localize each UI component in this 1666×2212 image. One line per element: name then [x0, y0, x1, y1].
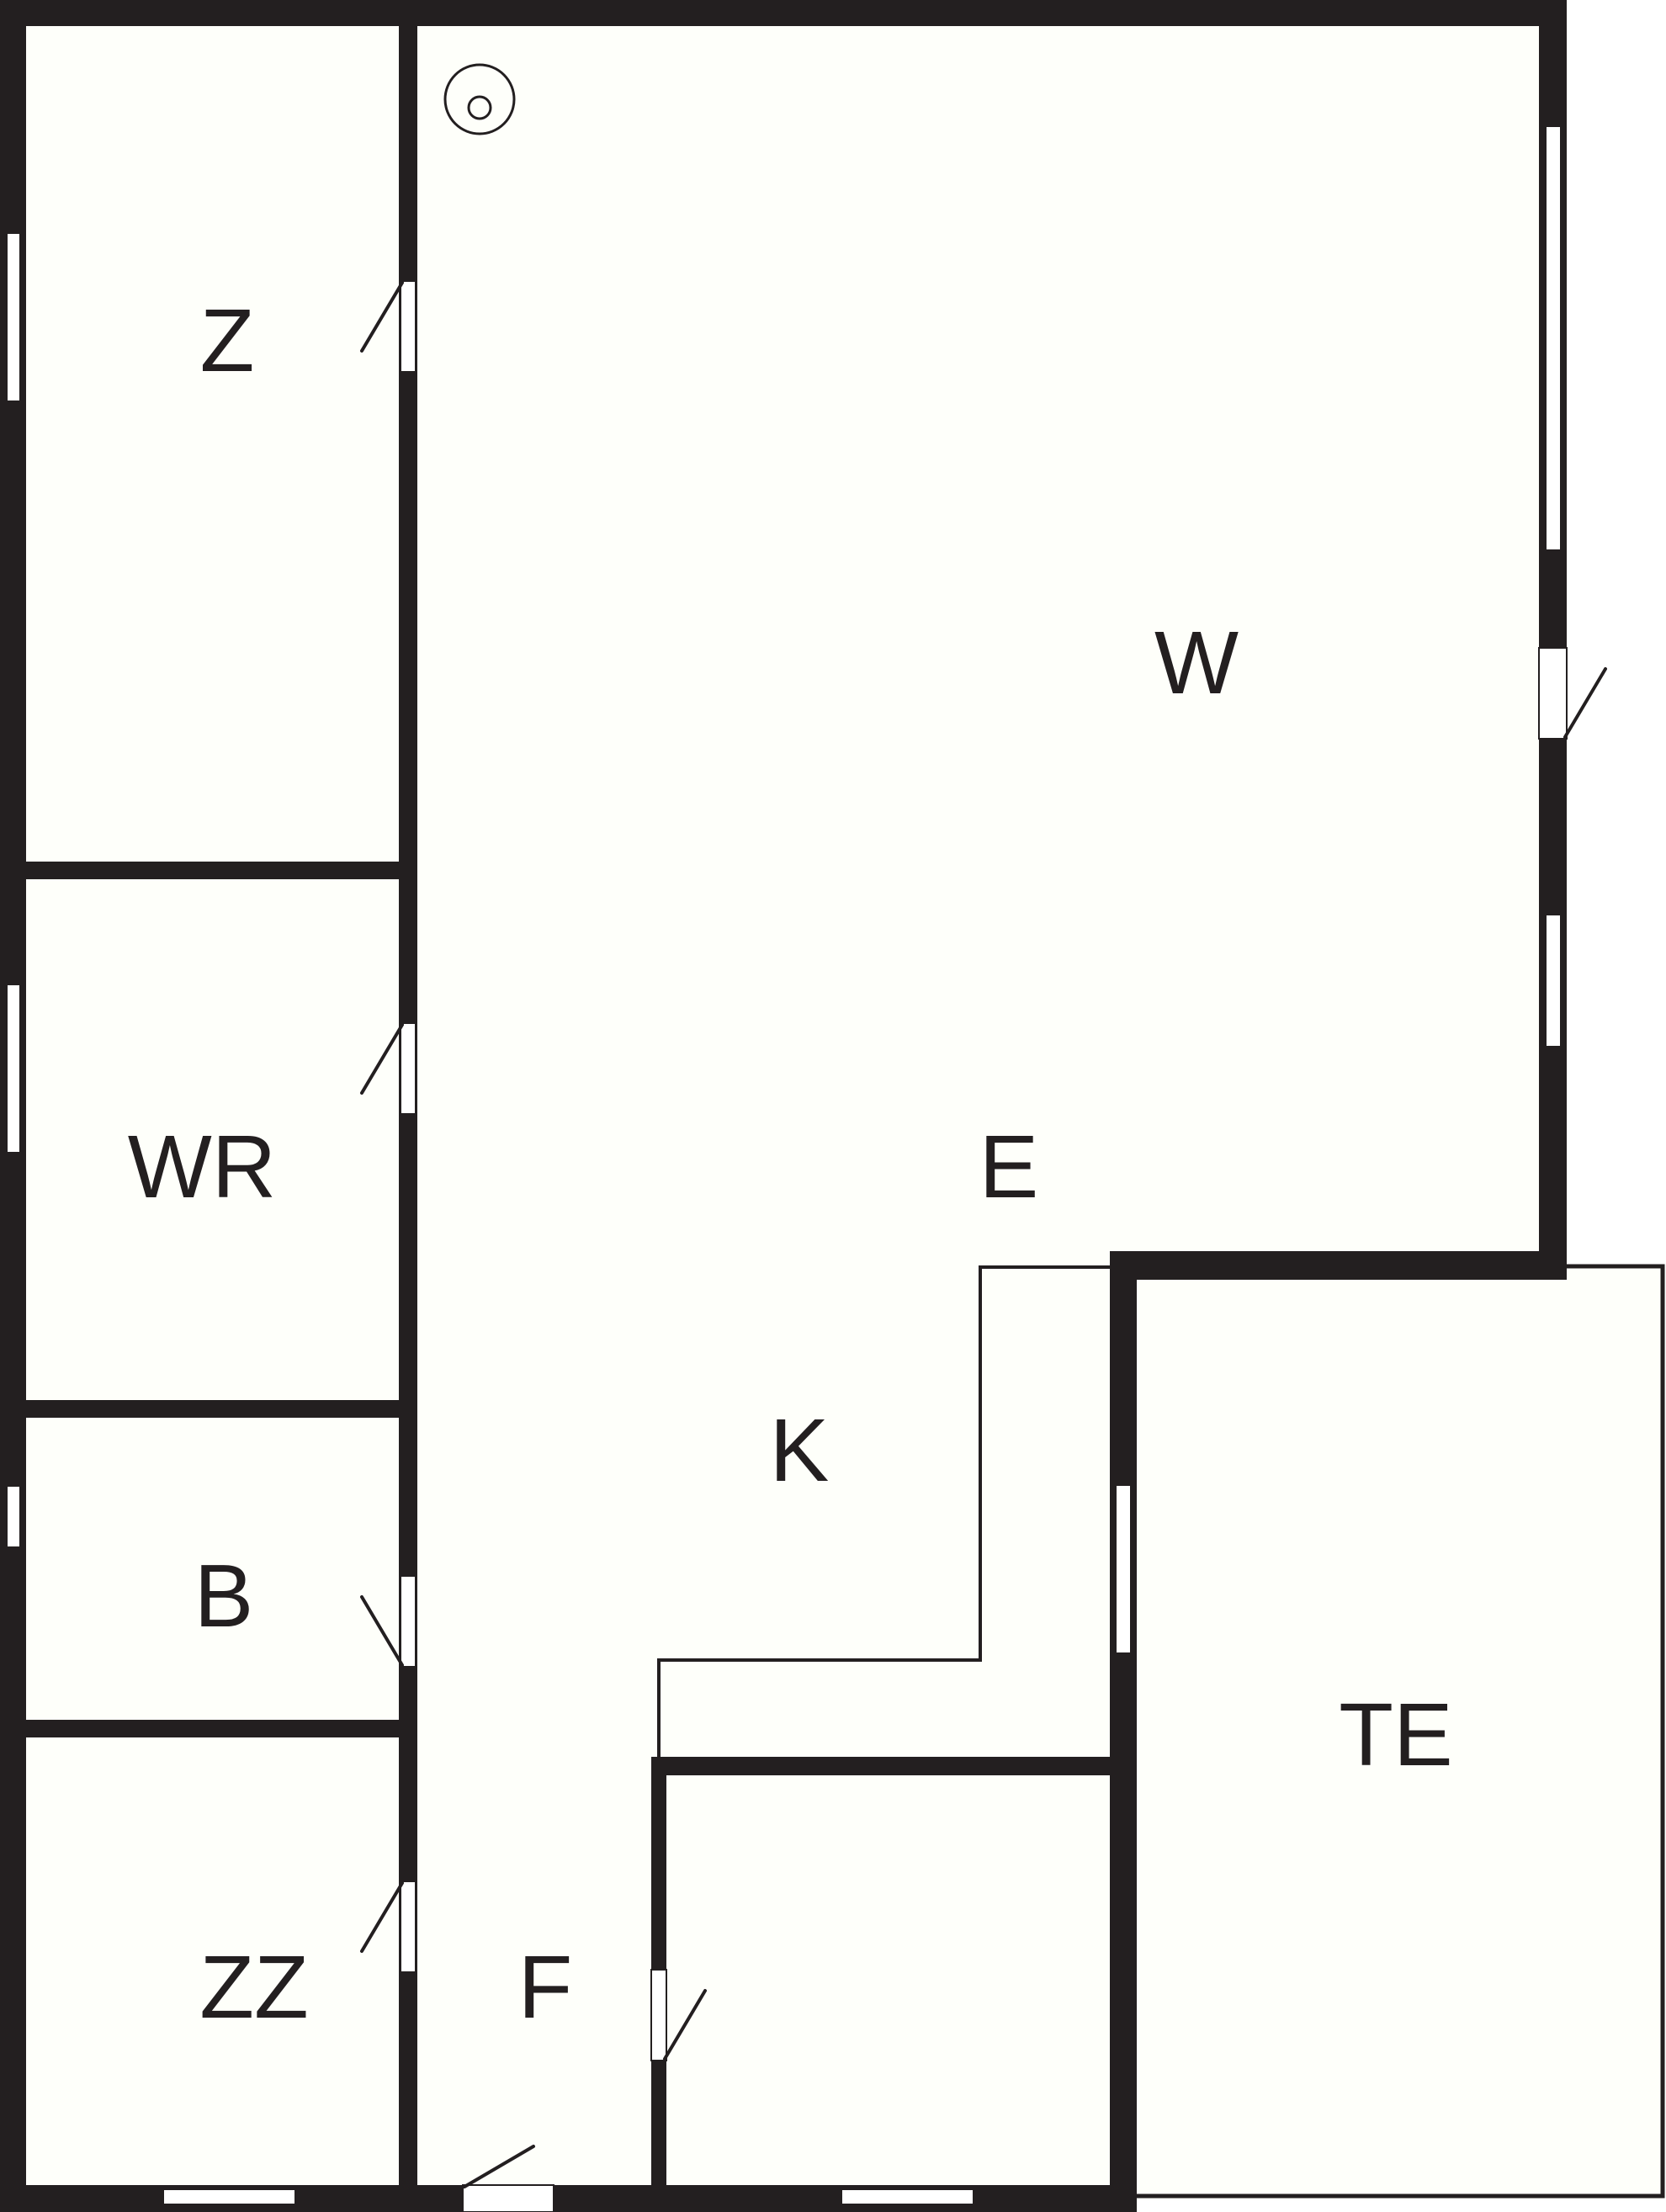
door-openings: [400, 280, 1568, 2212]
room-label-f: F: [518, 1938, 573, 2037]
window-small-room: [841, 2188, 974, 2205]
window-wr: [6, 984, 21, 1154]
window-w-lower: [1545, 914, 1562, 1048]
room-label-wr: WR: [128, 1117, 277, 1217]
wall-b-zz: [13, 1720, 408, 1737]
door-swing-wr: [360, 1023, 404, 1095]
door-gap-w-exterior: [1538, 647, 1568, 740]
door-gap-b: [400, 1575, 416, 1668]
wall-wr-b: [13, 1400, 408, 1418]
wall-z-wr: [13, 862, 408, 879]
wall-small-room-top: [651, 1757, 1131, 1775]
door-gap-small-room: [650, 1969, 667, 2061]
door-gap-z: [400, 280, 416, 373]
door-swings: [360, 281, 1607, 2188]
floor-terrace: [1124, 1266, 1663, 2200]
door-swing-small-room: [663, 1989, 707, 2061]
window-b: [6, 1485, 21, 1548]
drain-icon: [443, 63, 516, 135]
room-label-z: Z: [200, 291, 255, 390]
door-swing-entrance: [463, 2145, 535, 2188]
door-swing-z: [360, 281, 404, 353]
room-label-b: B: [194, 1546, 254, 1646]
window-zz: [162, 2188, 296, 2205]
room-label-te: TE: [1339, 1685, 1452, 1785]
room-label-e: E: [979, 1117, 1039, 1217]
terrace-outline: [1127, 1264, 1665, 2199]
room-label-k: K: [770, 1401, 830, 1500]
window-w-upper: [1545, 125, 1562, 551]
window-z: [6, 232, 21, 402]
wall-top: [0, 0, 1567, 26]
room-label-zz: ZZ: [199, 1938, 309, 2037]
door-gap-wr: [400, 1022, 416, 1115]
door-swing-zz: [360, 1881, 404, 1953]
door-gap-zz: [400, 1880, 416, 1973]
window-kitchen-terrace: [1115, 1484, 1132, 1654]
windows: [6, 125, 1562, 2205]
wall-living-terrace: [1110, 1251, 1567, 1280]
door-gap-entrance: [462, 2184, 554, 2212]
room-labels: Z W WR E K B TE ZZ F: [128, 291, 1453, 2037]
room-label-w: W: [1154, 613, 1239, 713]
floor-areas: [13, 13, 1663, 2200]
door-swing-b: [360, 1595, 404, 1667]
kitchen-counter-outline: [657, 1265, 1112, 1762]
door-swing-w-exterior: [1563, 667, 1607, 739]
wall-kitchen-terrace: [1110, 1251, 1137, 2212]
